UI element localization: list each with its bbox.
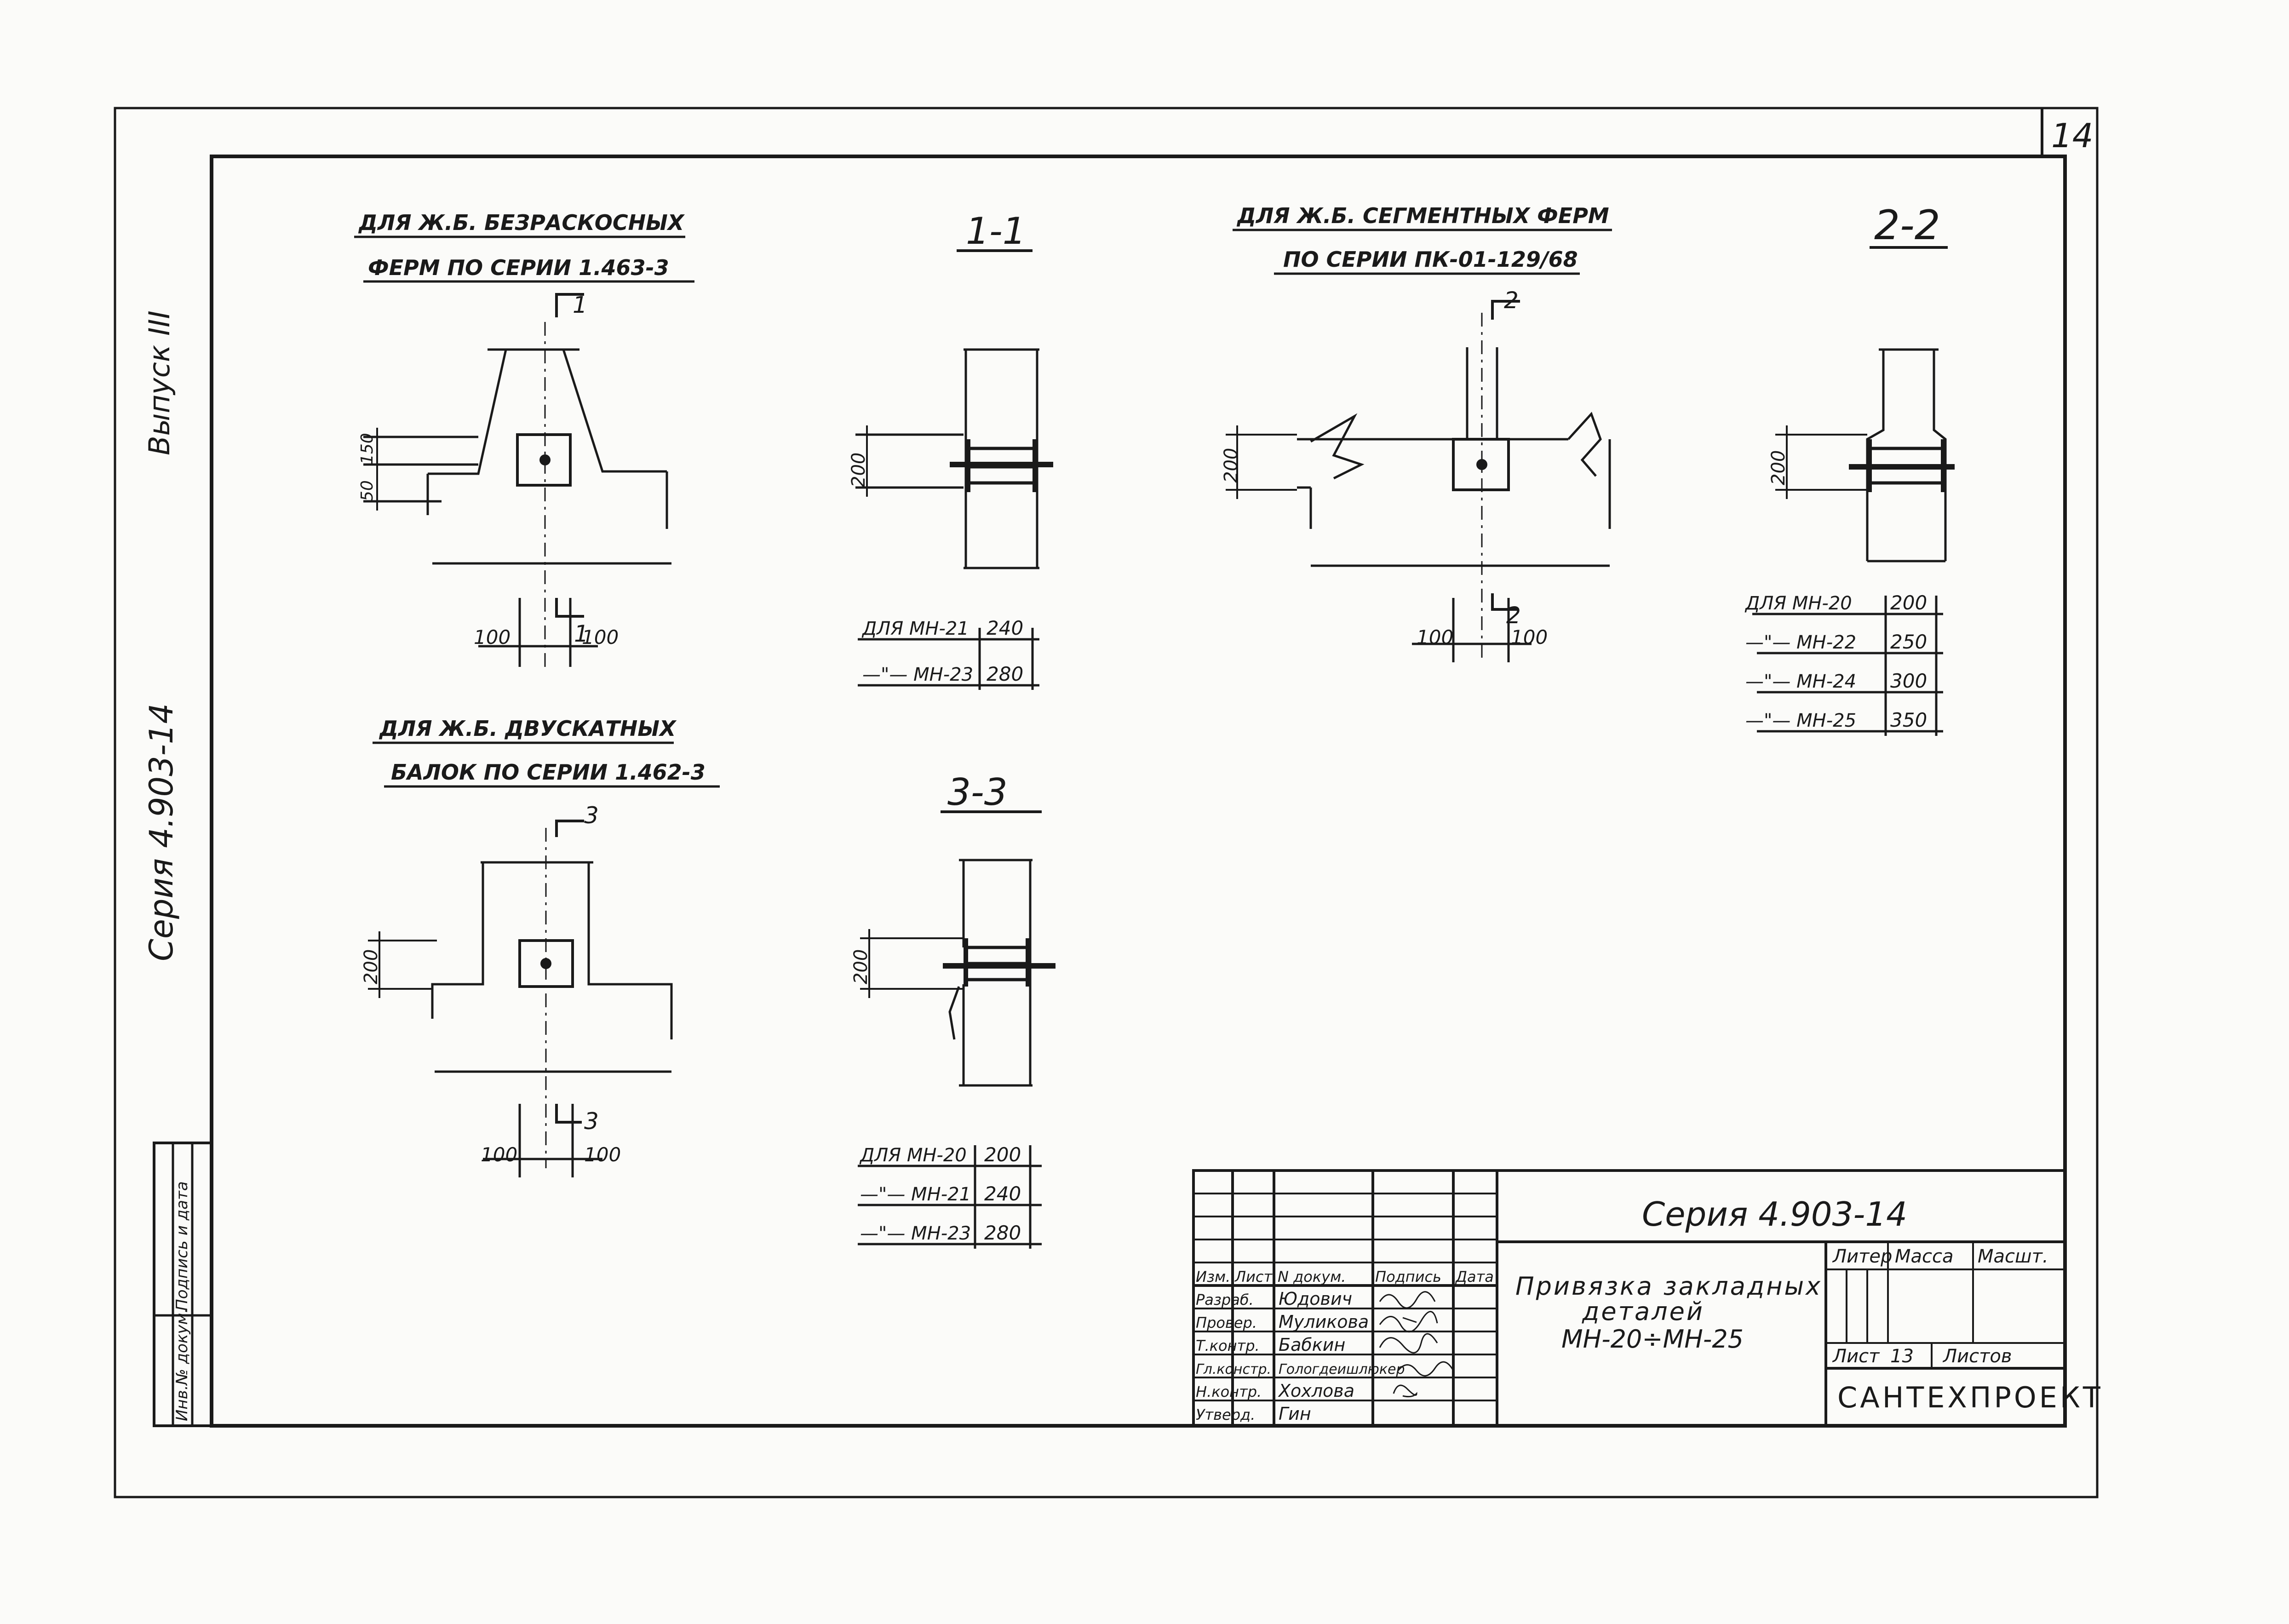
header-date: Дата: [1455, 1268, 1494, 1285]
margin-issue-label: Выпуск III: [143, 310, 176, 455]
section-2-row1-label: ДЛЯ МН-20: [1744, 593, 1852, 614]
section-2-title: 2-2: [1874, 201, 1940, 249]
detail-c-cut-bottom: 3: [584, 1108, 599, 1135]
detail-c-dim-left: 100: [481, 1143, 517, 1166]
detail-a-dim-right: 100: [582, 626, 619, 648]
header-list: Лист: [1234, 1268, 1273, 1285]
detail-b-dim-left: 100: [1417, 626, 1453, 648]
name-prover: Муликова: [1279, 1312, 1369, 1332]
role-nkontr: Н.контр.: [1196, 1383, 1262, 1400]
section-2-dim-200: 200: [1768, 450, 1789, 485]
section-3-row2-label: —"— МН-21: [860, 1184, 971, 1205]
section-2-2: 2-2 200 ДЛЯ МН-20 200 —"— МН-22 250 —"— …: [1744, 201, 1955, 736]
detail-b: ДЛЯ Ж.Б. СЕГМЕНТНЫХ ФЕРМ ПО СЕРИИ ПК-01-…: [1221, 203, 1612, 662]
margin-series-label: Серия 4.903-14: [143, 703, 180, 961]
title-block: Серия 4.903-14 Привязка закладных детале…: [1192, 1169, 2103, 1427]
detail-b-title-1: ДЛЯ Ж.Б. СЕГМЕНТНЫХ ФЕРМ: [1236, 203, 1609, 228]
detail-b-cut-bottom: 2: [1506, 602, 1521, 629]
title-block-series: Серия 4.903-14: [1642, 1195, 1907, 1234]
section-3-dim-200: 200: [850, 949, 872, 984]
detail-a-title-2: ФЕРМ ПО СЕРИИ 1.463-3: [368, 255, 669, 280]
section-3-row1-label: ДЛЯ МН-20: [859, 1145, 967, 1166]
title-block-title-3: МН-20÷МН-25: [1561, 1325, 1744, 1354]
detail-b-title-2: ПО СЕРИИ ПК-01-129/68: [1283, 247, 1578, 272]
role-glkonstr: Гл.констр.: [1196, 1361, 1271, 1377]
detail-c-dim-200: 200: [361, 949, 382, 984]
sheet-value: 13: [1890, 1346, 1914, 1367]
sheets-label: Листов: [1942, 1346, 2012, 1367]
title-block-title-1: Привязка закладных: [1515, 1272, 1822, 1301]
name-utverd: Гин: [1279, 1404, 1311, 1424]
section-2-row4-value: 350: [1890, 709, 1927, 731]
section-3-row3-value: 280: [984, 1222, 1021, 1244]
header-sign: Подпись: [1375, 1268, 1441, 1285]
section-1-dim-200: 200: [848, 453, 869, 488]
liter-label: Литер: [1832, 1246, 1892, 1267]
section-2-row3-value: 300: [1890, 670, 1927, 692]
section-3-3: 3-3 200 ДЛЯ МН-20 200 —"— МН-21 240 —"— …: [850, 771, 1056, 1249]
detail-a-dim-150: 150: [358, 433, 377, 465]
detail-a: ДЛЯ Ж.Б. БЕЗРАСКОСНЫХ ФЕРМ ПО СЕРИИ 1.46…: [354, 210, 694, 671]
detail-c-title-1: ДЛЯ Ж.Б. ДВУСКАТНЫХ: [379, 716, 677, 741]
section-1-title: 1-1: [966, 210, 1026, 252]
section-2-row3-label: —"— МН-24: [1745, 671, 1856, 692]
section-1-row2-value: 280: [987, 663, 1023, 685]
sheet-number: 14: [2051, 116, 2094, 155]
detail-a-cut-top: 1: [573, 292, 587, 318]
detail-c-dim-right: 100: [584, 1143, 621, 1166]
section-3-title: 3-3: [947, 771, 1008, 814]
margin-inv-label: Инв.№ докум.: [173, 1308, 191, 1421]
section-1-row1-label: ДЛЯ МН-21: [861, 618, 969, 639]
role-tkontr: Т.контр.: [1196, 1337, 1260, 1354]
section-1-1: 1-1 200 ДЛЯ МН-21 240 —"— МН-23 280: [848, 210, 1053, 690]
name-tkontr: Бабкин: [1279, 1335, 1345, 1355]
detail-b-dim-200: 200: [1221, 448, 1242, 483]
detail-b-dim-right: 100: [1511, 626, 1548, 648]
detail-c-cut-top: 3: [584, 802, 599, 829]
name-nkontr: Хохлова: [1278, 1381, 1354, 1401]
signatures: [1379, 1291, 1454, 1398]
detail-a-cut-bottom: 1: [574, 620, 589, 647]
scale-label: Масшт.: [1978, 1246, 2048, 1267]
detail-c: ДЛЯ Ж.Б. ДВУСКАТНЫХ БАЛОК ПО СЕРИИ 1.462…: [361, 716, 720, 1177]
margin-sign-label: Подпись и дата: [173, 1181, 191, 1311]
detail-a-dim-50: 50: [358, 480, 377, 501]
name-razrab: Юдович: [1279, 1289, 1352, 1309]
name-glkonstr: Гологдеишлюкер: [1279, 1361, 1405, 1377]
header-doc: N докум.: [1278, 1268, 1346, 1285]
detail-a-title-1: ДЛЯ Ж.Б. БЕЗРАСКОСНЫХ: [358, 210, 685, 235]
section-2-row4-label: —"— МН-25: [1745, 710, 1856, 731]
mass-label: Масса: [1895, 1246, 1954, 1267]
role-razrab: Разраб.: [1196, 1291, 1254, 1308]
section-2-row1-value: 200: [1890, 591, 1927, 614]
detail-c-title-2: БАЛОК ПО СЕРИИ 1.462-3: [391, 760, 706, 785]
header-izm: Изм.: [1196, 1268, 1230, 1285]
detail-a-dim-left: 100: [474, 626, 511, 648]
detail-b-cut-top: 2: [1504, 287, 1519, 314]
section-3-row1-value: 200: [984, 1143, 1021, 1166]
sheet-label: Лист: [1832, 1346, 1880, 1367]
section-2-row2-value: 250: [1890, 631, 1927, 653]
title-block-title-2: деталей: [1582, 1297, 1704, 1326]
section-3-row3-label: —"— МН-23: [860, 1223, 971, 1244]
section-3-row2-value: 240: [984, 1182, 1021, 1205]
role-prover: Провер.: [1196, 1314, 1257, 1331]
section-1-row2-label: —"— МН-23: [862, 664, 973, 685]
organization: САНТЕХПРОЕКТ: [1837, 1381, 2103, 1414]
section-2-row2-label: —"— МН-22: [1745, 632, 1856, 653]
sheet-frame: [114, 107, 2099, 1498]
role-utverd: Утверд.: [1196, 1406, 1255, 1423]
section-1-row1-value: 240: [987, 617, 1023, 639]
